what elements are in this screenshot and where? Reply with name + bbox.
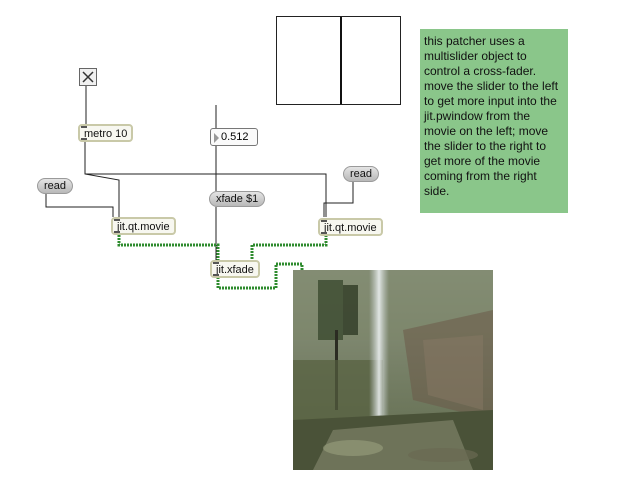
matrix-cord-xfade-out <box>216 262 304 290</box>
matrix-cord-left <box>117 235 220 260</box>
xfade-message[interactable]: xfade $1 <box>209 191 266 207</box>
xfade-object[interactable]: jit.xfade <box>210 260 260 278</box>
multislider-bar[interactable] <box>340 17 342 104</box>
cord-metro-movie-right <box>85 173 327 217</box>
jit-pwindow[interactable] <box>293 270 493 470</box>
cord-read-left <box>45 194 114 217</box>
read-message-right[interactable]: read <box>343 166 380 182</box>
read-message-left[interactable]: read <box>37 178 74 194</box>
comment-box: this patcher uses a multislider object t… <box>420 29 568 213</box>
movie-object-left[interactable]: jit.qt.movie <box>111 217 176 235</box>
number-box[interactable]: 0.512 <box>210 128 258 146</box>
metro-object[interactable]: metro 10 <box>78 124 134 142</box>
movie-object-right[interactable]: jit.qt.movie <box>318 218 383 236</box>
x-toggle-icon <box>82 71 94 83</box>
triangle-icon <box>214 133 219 143</box>
cord-metro-movie-left <box>84 142 120 217</box>
video-frame <box>293 270 493 470</box>
matrix-cord-right <box>250 235 328 260</box>
number-value: 0.512 <box>221 131 249 143</box>
multislider[interactable] <box>276 16 401 105</box>
cord-read-right <box>323 182 354 217</box>
toggle[interactable] <box>79 68 97 86</box>
